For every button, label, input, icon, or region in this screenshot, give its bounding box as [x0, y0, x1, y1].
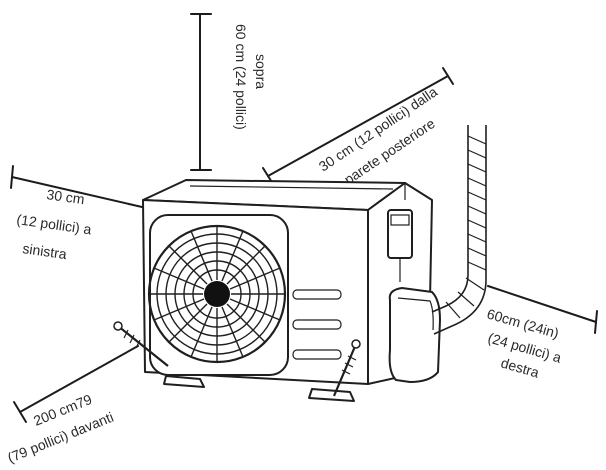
outdoor-ac-unit-icon: [142, 179, 441, 402]
top-clearance-label-line1: 60 cm (24 pollici): [233, 24, 249, 130]
left-clearance-dimension: [10, 165, 143, 208]
left-clearance-label-line2: (12 pollici) a: [16, 211, 93, 237]
anchor-bolt-icon: [332, 339, 361, 397]
anchor-bolt-icon: [113, 321, 169, 367]
left-clearance-label-line1: 30 cm: [46, 186, 86, 207]
refrigerant-pipe-icon: [431, 125, 487, 335]
left-clearance-label-line3: sinistra: [22, 240, 68, 262]
front-clearance-dimension: [13, 345, 139, 423]
right-clearance-dimension: [487, 285, 598, 334]
top-clearance-dimension: [190, 13, 212, 171]
fan-icon: [147, 224, 287, 364]
top-clearance-label-line2: sopra: [253, 54, 269, 89]
